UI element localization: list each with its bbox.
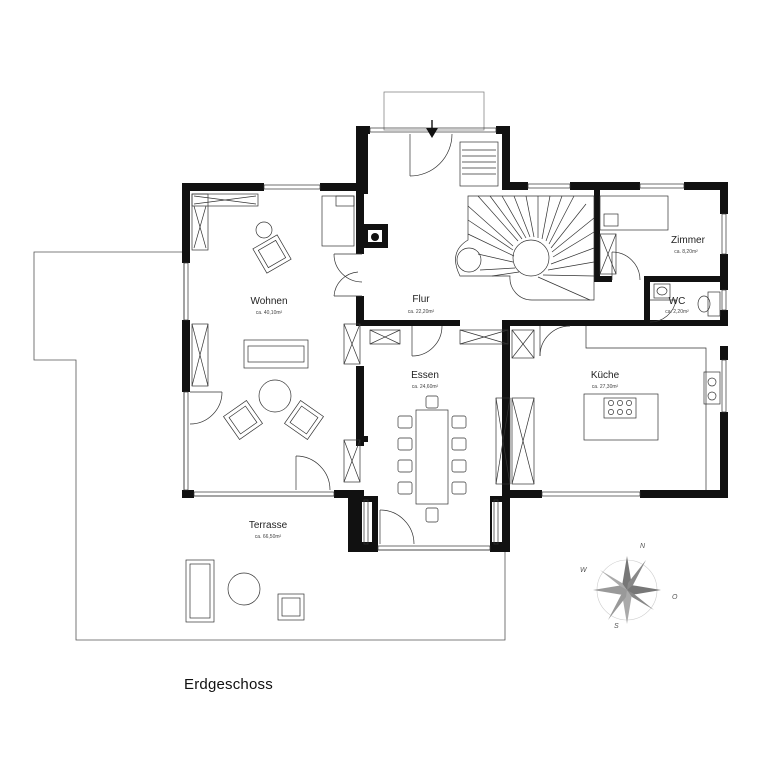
room-area-essen: ca. 24,60m² bbox=[412, 384, 439, 390]
room-name-wc: WC bbox=[669, 296, 686, 307]
room-area-kueche: ca. 27,30m² bbox=[592, 384, 619, 390]
entrance-canopy bbox=[383, 91, 485, 131]
cabinets bbox=[191, 141, 721, 490]
dining-furniture bbox=[397, 395, 467, 523]
room-name-terrasse: Terrasse bbox=[249, 520, 288, 531]
floor-title: Erdgeschoss bbox=[184, 676, 273, 693]
room-name-essen: Essen bbox=[411, 370, 439, 381]
room-name-zimmer: Zimmer bbox=[671, 235, 706, 246]
room-area-zimmer: ca. 8,20m² bbox=[674, 249, 698, 255]
kitchen-island bbox=[583, 393, 659, 441]
compass-s-label: S bbox=[614, 623, 619, 630]
doors bbox=[189, 133, 677, 545]
room-area-wc: ca. 2,20m² bbox=[665, 309, 689, 315]
wc-fixtures bbox=[653, 283, 721, 317]
room-name-wohnen: Wohnen bbox=[250, 296, 287, 307]
compass-rose: N O S W bbox=[580, 543, 678, 630]
staircase bbox=[455, 195, 595, 301]
room-name-flur: Flur bbox=[412, 294, 430, 305]
room-labels: Wohnen ca. 40,10m² Flur ca. 22,20m² Zimm… bbox=[249, 235, 706, 540]
living-furniture bbox=[223, 221, 324, 440]
terrace-furniture bbox=[185, 559, 305, 623]
compass-n-label: N bbox=[640, 543, 646, 550]
room-area-flur: ca. 22,20m² bbox=[408, 309, 435, 315]
room-area-terrasse: ca. 66,50m² bbox=[255, 534, 282, 540]
room-area-wohnen: ca. 40,10m² bbox=[256, 310, 283, 316]
entrance-arrow bbox=[426, 120, 438, 138]
compass-w-label: W bbox=[580, 567, 588, 574]
room-name-kueche: Küche bbox=[591, 370, 620, 381]
compass-o-label: O bbox=[672, 594, 678, 601]
walls bbox=[182, 126, 728, 552]
windows bbox=[183, 127, 727, 551]
